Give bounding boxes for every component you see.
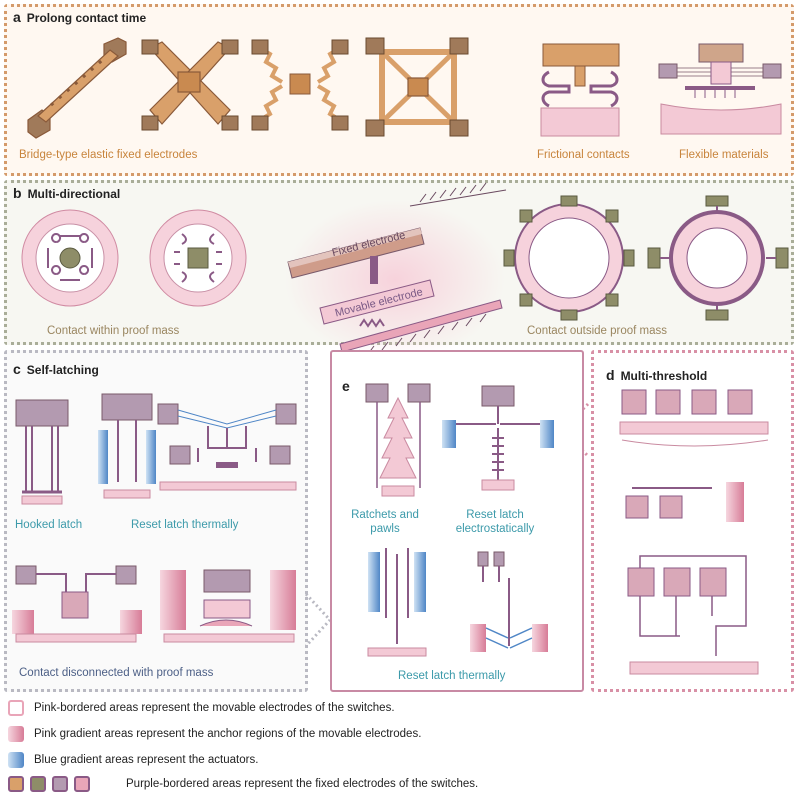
caption-reset-latch-thermally-c: Reset latch thermally bbox=[131, 519, 239, 531]
caption-hooked-latch: Hooked latch bbox=[15, 519, 83, 531]
caption-contact-disconnected: Contact disconnected with proof mass bbox=[19, 667, 214, 679]
outside-contact-ring-1 bbox=[503, 195, 635, 321]
caption-reset-latch-electro: Reset latch electrostatically bbox=[455, 509, 535, 535]
reset-latch-thermal-e-2 bbox=[470, 551, 548, 652]
swatch-fixed-olive bbox=[30, 776, 46, 792]
frictional-contact-figure bbox=[540, 43, 620, 137]
caption-reset-latch-thermally-e: Reset latch thermally bbox=[398, 670, 506, 682]
hooked-latch-figure bbox=[15, 399, 69, 505]
flexible-materials-figure bbox=[658, 43, 782, 135]
caption-ratchets-pawls: Ratchets and pawls bbox=[351, 509, 419, 535]
ring-proof-mass-2 bbox=[149, 209, 247, 307]
cross-bridge-figure-2 bbox=[251, 39, 349, 131]
reset-latch-thermal-e-1 bbox=[367, 548, 427, 657]
ring-proof-mass-1 bbox=[21, 209, 119, 307]
caption-contact-within: Contact within proof mass bbox=[47, 325, 180, 337]
panel-e-letter: e bbox=[342, 378, 350, 394]
multi-threshold-figure-1 bbox=[619, 389, 769, 447]
legend-text-anchor: Pink gradient areas represent the anchor… bbox=[34, 728, 422, 740]
caption-bridge-electrodes: Bridge-type elastic fixed electrodes bbox=[19, 149, 198, 161]
legend-text-fixed: Purple-bordered areas represent the fixe… bbox=[126, 778, 479, 790]
caption-flexible-materials: Flexible materials bbox=[679, 149, 769, 161]
disconnected-contact-figure-1 bbox=[12, 565, 142, 643]
multi-threshold-figure-3 bbox=[627, 555, 759, 675]
cross-bridge-figure-3 bbox=[365, 37, 469, 137]
caption-frictional-contacts: Frictional contacts bbox=[537, 149, 630, 161]
legend-text-movable: Pink-bordered areas represent the movabl… bbox=[34, 702, 395, 714]
bridge-electrode-figure bbox=[27, 37, 127, 139]
legend-text-actuators: Blue gradient areas represent the actuat… bbox=[34, 754, 259, 766]
disconnected-contact-figure-2 bbox=[160, 569, 296, 643]
swatch-pink-bordered bbox=[8, 700, 24, 716]
reset-latch-thermal-bridge bbox=[157, 403, 297, 491]
cross-bridge-figure-1 bbox=[141, 39, 239, 131]
multi-directional-electrodes: Fixed electrode Movable electrode bbox=[285, 182, 507, 363]
swatch-blue-gradient bbox=[8, 752, 24, 768]
swatch-pink-gradient bbox=[8, 726, 24, 742]
swatch-fixed-orange bbox=[8, 776, 24, 792]
multi-threshold-figure-2 bbox=[625, 482, 744, 522]
swatch-fixed-pink bbox=[74, 776, 90, 792]
ratchet-pawl-figure bbox=[365, 383, 431, 497]
outside-contact-ring-2 bbox=[647, 195, 789, 321]
swatch-fixed-lavender bbox=[52, 776, 68, 792]
reset-latch-thermal-figure bbox=[98, 393, 156, 499]
caption-contact-outside: Contact outside proof mass bbox=[527, 325, 667, 337]
reset-latch-electrostatic-figure bbox=[442, 385, 554, 491]
